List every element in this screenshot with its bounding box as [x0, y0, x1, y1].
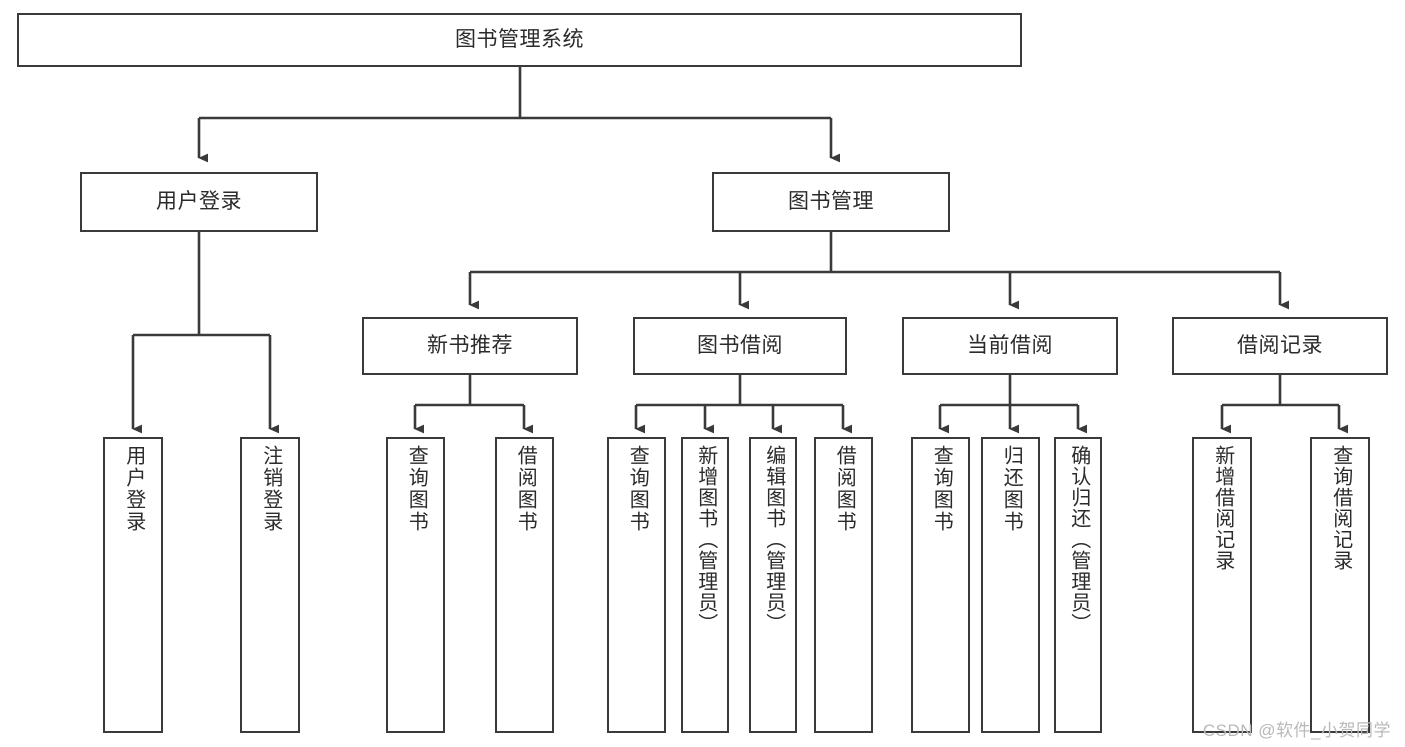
leaf-borrow-books[interactable]: 借阅图书: [814, 437, 873, 733]
node-label: 借阅图书: [833, 445, 856, 533]
node-label: 当前借阅: [967, 333, 1053, 357]
leaf-add-book-admin[interactable]: 新增图书（管理员）: [681, 437, 729, 733]
node-label: 查询图书: [626, 445, 649, 533]
node-label: 确认归还（管理员）: [1067, 445, 1090, 634]
node-borrow-records[interactable]: 借阅记录: [1172, 317, 1388, 375]
leaf-confirm-return-admin[interactable]: 确认归还（管理员）: [1054, 437, 1102, 733]
leaf-user-login[interactable]: 用户登录: [103, 437, 163, 733]
leaf-logout[interactable]: 注销登录: [240, 437, 300, 733]
node-label: 用户登录: [122, 445, 145, 533]
node-label: 查询借阅记录: [1329, 445, 1352, 571]
node-label: 编辑图书（管理员）: [762, 445, 785, 634]
leaf-search-books-new[interactable]: 查询图书: [386, 437, 445, 733]
node-label: 新增借阅记录: [1211, 445, 1234, 571]
node-book-management[interactable]: 图书管理: [712, 172, 950, 232]
leaf-search-books-current[interactable]: 查询图书: [911, 437, 970, 733]
node-label: 查询图书: [405, 445, 428, 533]
leaf-add-borrow-record[interactable]: 新增借阅记录: [1192, 437, 1252, 733]
node-root-system[interactable]: 图书管理系统: [17, 13, 1022, 67]
node-label: 图书借阅: [697, 333, 783, 357]
node-current-borrow[interactable]: 当前借阅: [902, 317, 1118, 375]
node-new-book-recommend[interactable]: 新书推荐: [362, 317, 578, 375]
node-label: 图书管理系统: [455, 27, 584, 51]
node-label: 用户登录: [156, 189, 242, 213]
node-user-login[interactable]: 用户登录: [80, 172, 318, 232]
node-label: 归还图书: [1000, 445, 1023, 533]
leaf-borrow-books-new[interactable]: 借阅图书: [495, 437, 554, 733]
leaf-edit-book-admin[interactable]: 编辑图书（管理员）: [749, 437, 797, 733]
node-label: 查询图书: [930, 445, 953, 533]
node-label: 图书管理: [788, 189, 874, 213]
node-label: 借阅图书: [514, 445, 537, 533]
node-label: 新增图书（管理员）: [694, 445, 717, 634]
leaf-search-books-borrow[interactable]: 查询图书: [607, 437, 666, 733]
leaf-return-books[interactable]: 归还图书: [981, 437, 1040, 733]
leaf-search-borrow-record[interactable]: 查询借阅记录: [1310, 437, 1370, 733]
node-label: 新书推荐: [427, 333, 513, 357]
node-book-borrow[interactable]: 图书借阅: [633, 317, 847, 375]
node-label: 借阅记录: [1237, 333, 1323, 357]
node-label: 注销登录: [259, 445, 282, 533]
